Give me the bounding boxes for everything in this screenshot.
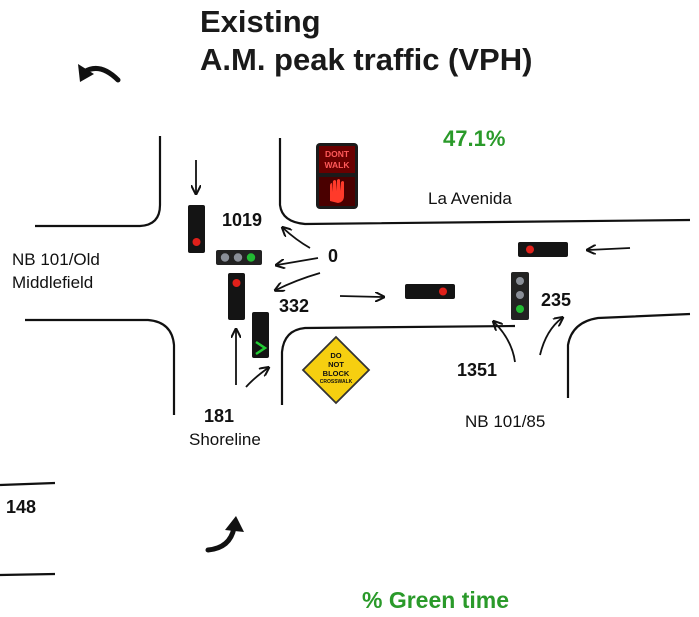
road-edges [0, 136, 691, 577]
page-title-line1: Existing [200, 4, 321, 39]
sign-line-do: DO [330, 351, 341, 360]
volume-northeast-approach: 1351 [457, 360, 498, 380]
arrow-eastbound [339, 296, 383, 297]
sign-line-crosswalk: CROSSWALK [320, 379, 353, 385]
signal-westbound [518, 242, 568, 257]
arrow-east-approach [539, 318, 562, 356]
signal-southbound [188, 205, 205, 253]
arrow-north-right [245, 368, 268, 388]
sign-line-not: NOT [328, 360, 344, 369]
street-label-west-line2: Middlefield [12, 273, 94, 292]
road-edge-se [280, 324, 516, 405]
street-label-shoreline: Shoreline [189, 430, 261, 449]
u-turn-left-icon [78, 64, 121, 83]
road-edge-nw [35, 136, 162, 228]
pedestrian-signal-sign: DONT WALK [316, 143, 358, 209]
signal-horizontal-left [216, 250, 262, 265]
green-time-label: % Green time [362, 587, 509, 613]
pedestrian-sign-line1: DONT [325, 149, 350, 159]
street-label-nb-101-85: NB 101/85 [465, 412, 546, 431]
page-title-line2: A.M. peak traffic (VPH) [200, 42, 533, 77]
sign-line-block: BLOCK [323, 369, 350, 378]
arrow-ne-approach [494, 322, 516, 363]
margin-line-bottom [0, 572, 56, 577]
signal-eastbound [405, 284, 455, 299]
arrow-westbound [588, 248, 631, 250]
signal-green-arrow [252, 312, 269, 358]
volume-west-right-turn: 1019 [222, 210, 263, 230]
road-edge-ne [278, 138, 691, 226]
traffic-arrows [196, 160, 631, 388]
pedestrian-sign-line2: WALK [324, 160, 350, 170]
arrow-west-right-turn [283, 228, 311, 249]
volume-south-approach: 181 [204, 406, 235, 426]
signal-east-vertical [511, 272, 529, 320]
road-edge-east-right [566, 312, 691, 398]
volume-east-approach: 235 [541, 290, 572, 310]
street-label-la-avenida: La Avenida [428, 189, 512, 208]
margin-line-top [0, 481, 56, 487]
street-label-west-line1: NB 101/Old [12, 250, 100, 269]
arrow-west-left-turn [276, 272, 321, 290]
signal-center-red [228, 273, 245, 320]
volume-margin-value: 148 [6, 497, 37, 517]
turn-right-icon [205, 516, 244, 553]
volume-west-left: 332 [279, 296, 310, 316]
hand-stop-icon [330, 179, 344, 203]
volume-west-through: 0 [328, 246, 339, 266]
green-time-percent: 47.1% [443, 126, 506, 151]
road-edge-sw [25, 318, 176, 415]
do-not-block-sign: DO NOT BLOCK CROSSWALK [301, 335, 371, 405]
arrow-west-through [277, 257, 319, 265]
